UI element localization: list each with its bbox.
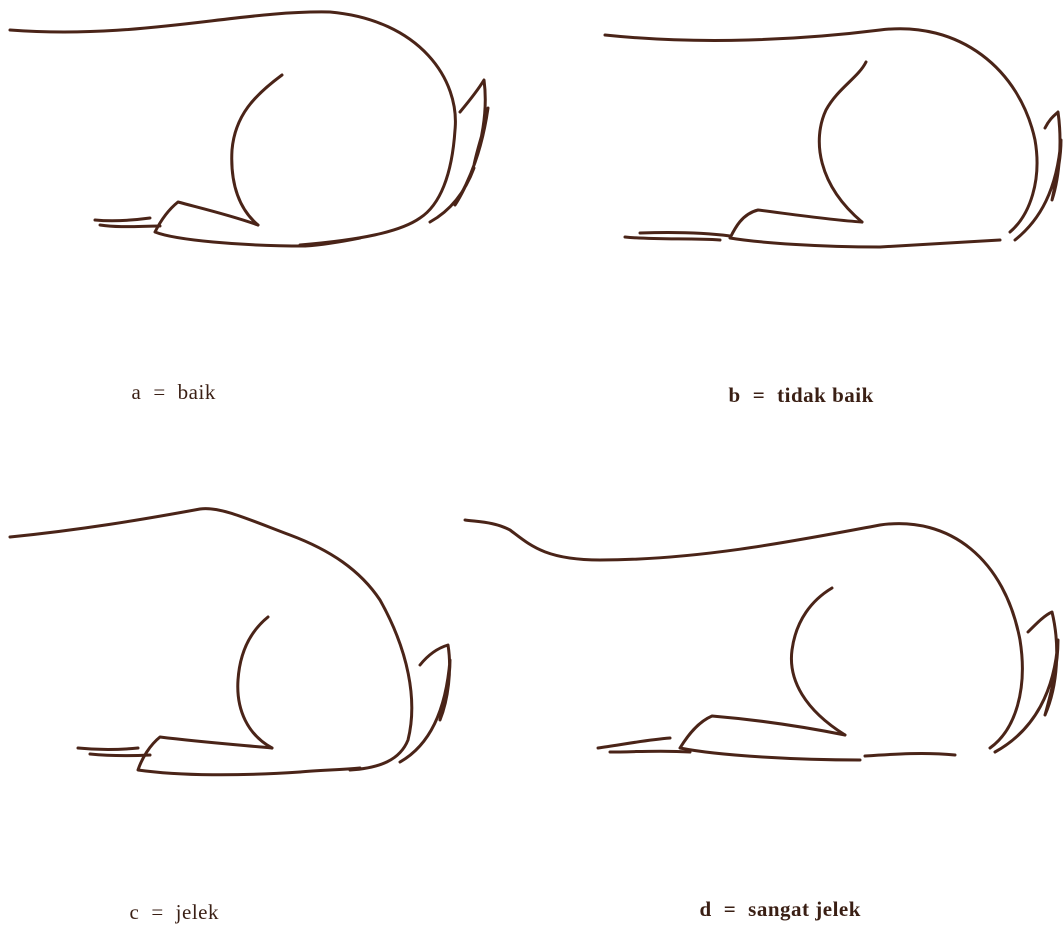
caption-d-separator: = — [724, 897, 736, 921]
caption-a-separator: = — [153, 380, 165, 404]
caption-c: c=jelek — [118, 875, 219, 925]
panel-a-thigh — [232, 75, 282, 225]
panel-c-thigh — [238, 617, 272, 748]
caption-a: a = baik — [120, 355, 216, 405]
panel-d-hock — [680, 716, 860, 760]
caption-d-label: sangat jelek — [748, 897, 861, 921]
panel-d-thigh — [791, 588, 845, 735]
panel-a-hock — [155, 202, 305, 246]
panel-c-drawing — [10, 509, 450, 775]
panel-a-drawing — [10, 12, 488, 246]
panel-d-drawing — [465, 520, 1058, 760]
caption-d: d = sangat jelek — [688, 872, 861, 922]
panel-d-foot-feathers — [598, 738, 955, 756]
panel-c-back-line — [10, 509, 412, 770]
caption-b-separator: = — [753, 383, 765, 407]
panel-c-hock — [138, 737, 300, 775]
panel-a-tail-feathers — [430, 80, 488, 222]
panel-c-foot-feathers — [78, 748, 360, 772]
panel-b-thigh — [819, 62, 866, 222]
hind-leg-posture-figure — [0, 0, 1063, 904]
caption-a-letter: a — [132, 380, 142, 404]
caption-b: b = tidak baik — [717, 358, 874, 408]
caption-b-label: tidak baik — [777, 383, 874, 407]
panel-b-hock — [730, 210, 880, 247]
panel-d-back-line — [465, 520, 1022, 748]
panel-a-back-line — [10, 12, 455, 245]
caption-a-label: baik — [178, 380, 216, 404]
panel-b-drawing — [605, 29, 1061, 247]
caption-b-letter: b — [729, 383, 741, 407]
caption-d-letter: d — [700, 897, 712, 921]
